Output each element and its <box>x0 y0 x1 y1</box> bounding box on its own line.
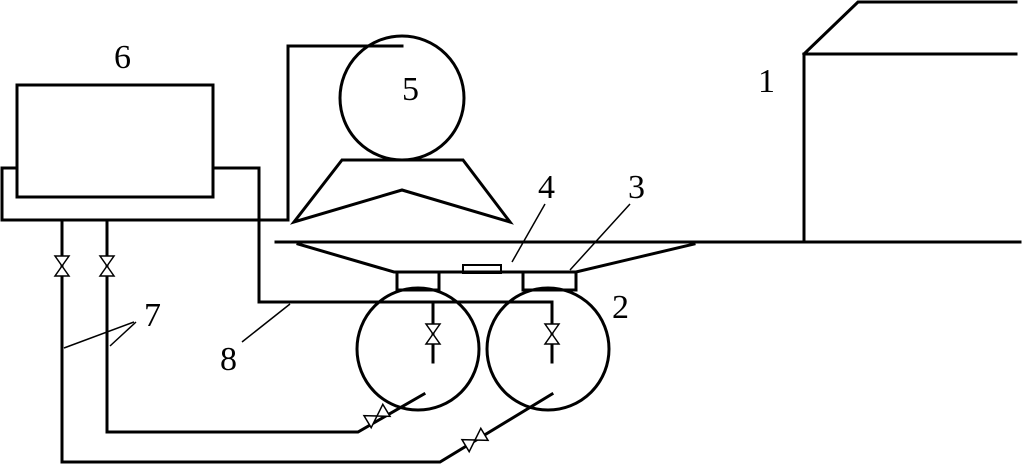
valve-icon <box>460 426 490 454</box>
leader-lines <box>63 203 631 349</box>
tank-inner-stems <box>431 300 554 364</box>
hopper-3 <box>296 242 696 274</box>
tank-2-left <box>355 286 481 412</box>
label-6: 6 <box>114 39 131 76</box>
valve-icon <box>98 255 116 277</box>
tank-supports <box>395 270 578 292</box>
plate-4 <box>462 264 502 274</box>
valve-icon <box>362 402 392 430</box>
valve-icon <box>53 255 71 277</box>
tank-5 <box>289 34 514 225</box>
pipe-to-tank-5 <box>286 44 404 222</box>
tank-2-right <box>485 286 611 412</box>
label-4: 4 <box>538 169 555 206</box>
return-pipes-7 <box>60 218 555 464</box>
valve-icon <box>424 323 442 345</box>
label-1: 1 <box>758 63 775 100</box>
label-5: 5 <box>402 71 419 108</box>
label-8: 8 <box>220 341 237 378</box>
unit-6 <box>0 83 554 304</box>
label-3: 3 <box>628 169 645 206</box>
valve-icon <box>543 323 561 345</box>
label-2: 2 <box>612 289 629 326</box>
building-1 <box>801 0 1018 244</box>
label-7: 7 <box>144 297 161 334</box>
